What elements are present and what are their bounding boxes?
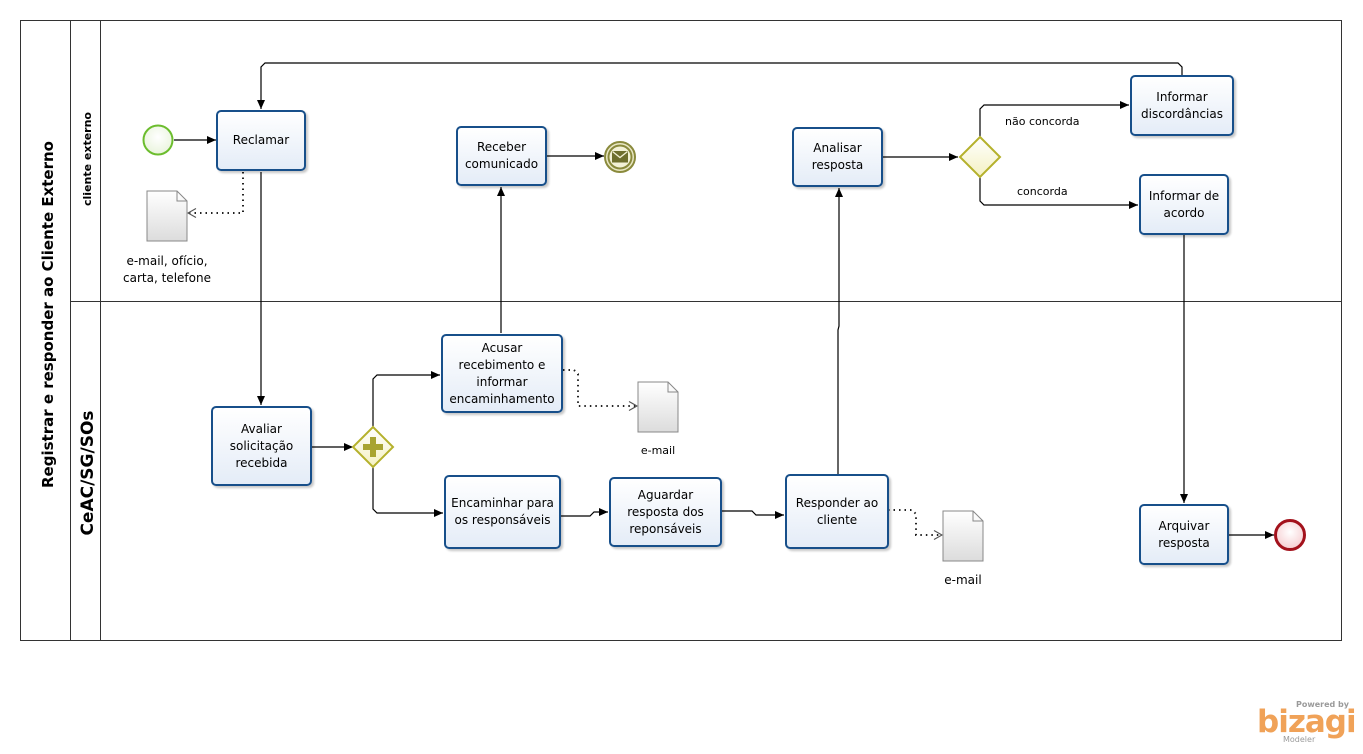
lane-title-cliente-externo: cliente externo xyxy=(81,112,94,206)
flow-label-nao-concorda: não concorda xyxy=(1005,115,1080,128)
task-label: Avaliar xyxy=(241,421,282,436)
task-label: recebida xyxy=(235,455,288,470)
message-end-event[interactable] xyxy=(604,141,636,173)
task-acusar-recebimento[interactable]: Acusar recebimento e informar encaminham… xyxy=(441,334,563,413)
task-label: Informar xyxy=(1156,89,1208,104)
bizagi-logo: bizagi xyxy=(1257,704,1357,740)
task-label: Receber xyxy=(476,140,527,154)
task-label: acordo xyxy=(1163,205,1205,220)
modeler-text: Modeler xyxy=(1283,735,1316,744)
task-receber-comunicado[interactable]: Receber comunicado xyxy=(456,126,547,186)
flow-gateway-discordancias xyxy=(979,101,1129,138)
flow-label-concorda: concorda xyxy=(1017,185,1068,198)
end-event[interactable] xyxy=(1274,519,1306,551)
task-label: resposta xyxy=(811,158,864,172)
flow-aguardar-responder xyxy=(722,510,784,519)
associations xyxy=(186,172,944,540)
sequence-flows xyxy=(174,62,1274,539)
task-aguardar-resposta[interactable]: Aguardar resposta dos reponsáveis xyxy=(609,477,722,547)
pool xyxy=(20,20,1342,641)
document-label: e-mail xyxy=(640,444,676,457)
document-icon xyxy=(637,381,679,433)
document-icon xyxy=(146,190,188,242)
start-event[interactable] xyxy=(142,124,174,156)
task-analisar-resposta[interactable]: Analisar resposta xyxy=(792,127,883,187)
plus-icon xyxy=(363,437,383,457)
envelope-icon xyxy=(612,150,628,163)
task-label: Encaminhar para xyxy=(451,496,554,510)
task-avaliar-solicitacao[interactable]: Avaliar solicitação recebida xyxy=(211,406,312,486)
task-label: Acusar xyxy=(481,340,523,355)
pool-title: Registrar e responder ao Cliente Externo xyxy=(39,141,57,488)
flow-encaminhar-aguardar xyxy=(560,508,608,517)
assoc-responder-doc xyxy=(888,509,944,540)
task-label: Arquivar xyxy=(1158,518,1210,533)
task-label: encaminhamento xyxy=(449,391,555,406)
task-label: Aguardar xyxy=(637,487,694,502)
task-label: Responder ao xyxy=(795,495,879,510)
task-label: reponsáveis xyxy=(629,521,702,536)
flow-gateway-acordo xyxy=(979,176,1138,209)
task-label: Informar de xyxy=(1148,188,1220,203)
parallel-gateway[interactable] xyxy=(351,425,395,469)
document-label: e-mail, ofício, carta, telefone xyxy=(123,254,211,285)
document-label: e-mail xyxy=(944,573,982,587)
flow-gateway-encaminhar xyxy=(372,467,443,517)
task-arquivar-resposta[interactable]: Arquivar resposta xyxy=(1139,504,1229,565)
task-label: cliente xyxy=(816,512,858,527)
task-label: Reclamar xyxy=(232,133,290,147)
task-label: Analisar xyxy=(813,141,862,155)
task-label: discordâncias xyxy=(1141,106,1223,121)
flow-responder-analisar xyxy=(835,188,843,474)
task-encaminhar-responsaveis[interactable]: Encaminhar para os responsáveis xyxy=(444,475,561,549)
document-icon xyxy=(942,510,984,562)
lane-title-ceac: CeAC/SG/SOs xyxy=(78,410,98,536)
flow-gateway-acusar xyxy=(372,371,440,428)
task-label: recebimento e xyxy=(458,357,546,372)
assoc-acusar-doc xyxy=(563,369,639,411)
task-informar-de-acordo[interactable]: Informar de acordo xyxy=(1139,174,1229,235)
task-label: os responsáveis xyxy=(454,513,551,527)
powered-by-text: Powered by xyxy=(1296,700,1349,709)
task-responder-cliente[interactable]: Responder ao cliente xyxy=(785,474,889,549)
assoc-reclamar-doc xyxy=(186,172,244,218)
task-label: solicitação xyxy=(229,438,294,453)
task-label: informar xyxy=(476,374,528,389)
flow-discordancias-reclamar xyxy=(257,62,1183,109)
task-label: comunicado xyxy=(464,157,539,171)
task-reclamar[interactable]: Reclamar xyxy=(216,110,306,171)
task-label: resposta dos xyxy=(627,504,704,519)
task-informar-discordancias[interactable]: Informar discordâncias xyxy=(1130,75,1234,136)
task-label: resposta xyxy=(1158,535,1210,550)
exclusive-gateway[interactable] xyxy=(958,135,1002,179)
